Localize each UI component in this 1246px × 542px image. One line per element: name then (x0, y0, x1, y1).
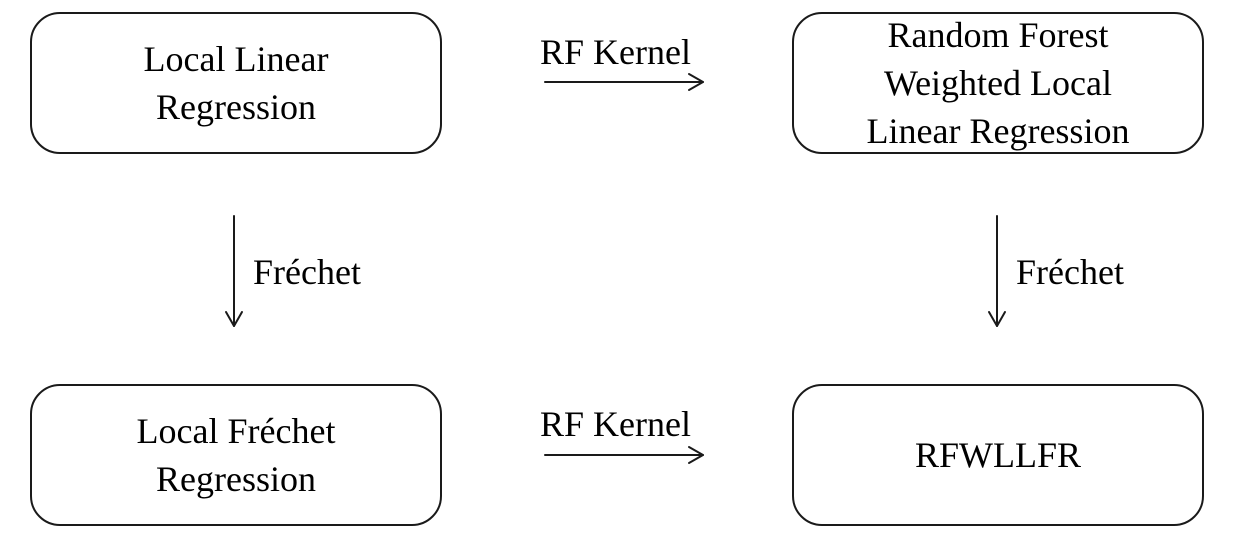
node-label-line: RFWLLFR (914, 435, 1082, 475)
node-rfwllfr: RFWLLFR (792, 384, 1204, 526)
arrow-top (544, 73, 704, 91)
arrow-bottom (544, 446, 704, 464)
node-local-frechet-regression: Local Fréchet Regression (30, 384, 442, 526)
node-label-line: Linear Regression (866, 111, 1130, 151)
edge-label-right: Fréchet (1016, 252, 1124, 292)
arrow-left (225, 215, 243, 327)
node-label-line: Local Linear (143, 39, 329, 79)
node-label-line: Regression (156, 459, 316, 499)
node-label-line: Local Fréchet (136, 411, 336, 451)
node-label-line: Regression (156, 87, 316, 127)
node-label-line: Random Forest (887, 15, 1109, 55)
edge-label-bottom: RF Kernel (540, 404, 691, 444)
edge-label-left: Fréchet (253, 252, 361, 292)
edge-label-top: RF Kernel (540, 32, 691, 72)
arrow-right (988, 215, 1006, 327)
node-label-line: Weighted Local (883, 63, 1112, 103)
node-random-forest-weighted-llr: Random Forest Weighted Local Linear Regr… (792, 12, 1204, 154)
node-local-linear-regression: Local Linear Regression (30, 12, 442, 154)
